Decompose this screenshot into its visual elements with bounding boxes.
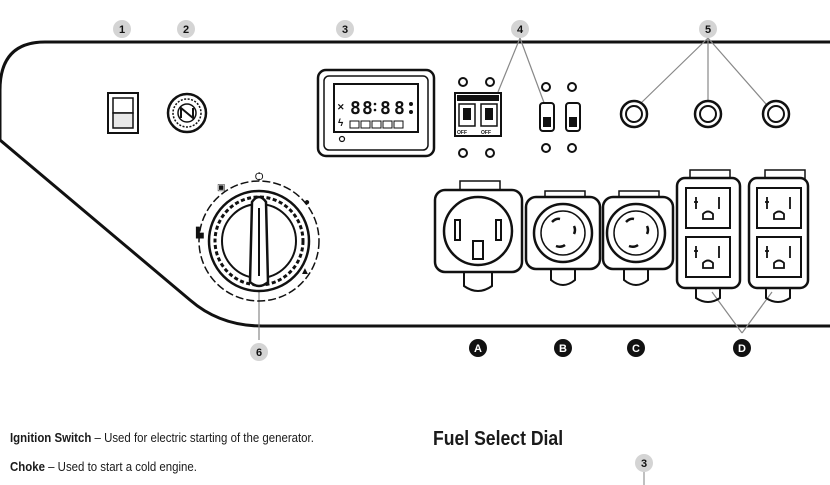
wrench-icon: ✕ [337,102,345,112]
outlet-label-b: B [554,339,572,357]
outlet-label-d: D [733,339,751,357]
ignition-key-icon [166,92,208,134]
description-term: Choke [10,459,45,474]
svg-text:A: A [474,343,482,355]
callout-3: 3 [336,20,354,38]
callout-4-label: 4 [517,24,524,36]
display-digit: 8 [350,98,361,119]
callout-2-label: 2 [183,24,189,36]
choke-icon: Ѻ [255,172,264,183]
callout-1: 1 [113,20,131,38]
section-callout-3: 3 [635,454,653,485]
display-digit: 8 [394,98,405,119]
callout-1-label: 1 [119,24,125,36]
description-term: Ignition Switch [10,430,92,445]
svg-text:B: B [559,343,567,355]
display-digit: 8 [380,98,391,119]
callout-6-label: 6 [256,347,262,359]
display-digit: 8 [362,98,373,119]
gas-icon: ▣ [217,182,226,192]
callout-3-label: 3 [342,24,348,36]
display-button-icon [338,135,346,143]
svg-text:3: 3 [641,458,647,470]
fuel-pump-icon: ▙ [195,226,204,239]
callout-5: 5 [699,20,717,38]
ignition-switch [107,92,139,134]
breaker-off-label: OFF [457,130,467,136]
callout-5-label: 5 [705,24,711,36]
callout-6: 6 [250,343,268,361]
lightning-icon: ϟ [338,118,344,129]
section-heading: Fuel Select Dial [433,428,564,450]
ignition-switch-description: Ignition Switch – Used for electric star… [10,430,314,445]
description-text: – Used for electric starting of the gene… [91,430,314,445]
callout-2: 2 [177,20,195,38]
outlet-b [524,190,602,286]
outlet-a [433,180,524,292]
svg-text:C: C [632,343,640,355]
panel-outline [0,40,830,328]
choke-description: Choke – Used to start a cold engine. [10,459,197,474]
drop-icon: ▲ [300,266,310,277]
description-text: – Used to start a cold engine. [44,459,197,474]
outlet-label-c: C [627,339,645,357]
outlet-label-a: A [469,339,487,357]
callout-4: 4 [511,20,529,38]
svg-text:D: D [738,343,746,355]
fuel-select-dial: Ѻ ▣ ▙ ● ▲ [195,172,320,302]
propane-icon: ● [304,197,310,208]
outlet-d-left [675,169,742,303]
reset-buttons [619,99,791,129]
outlet-d-right [747,169,810,303]
outlet-c [601,190,675,286]
digital-display: 8 8 8 8 ✕ ϟ [316,68,436,158]
circuit-breaker-panel: OFF OFF [454,77,581,158]
breaker-off-label: OFF [481,130,491,136]
display-segment-boxes [349,120,404,129]
